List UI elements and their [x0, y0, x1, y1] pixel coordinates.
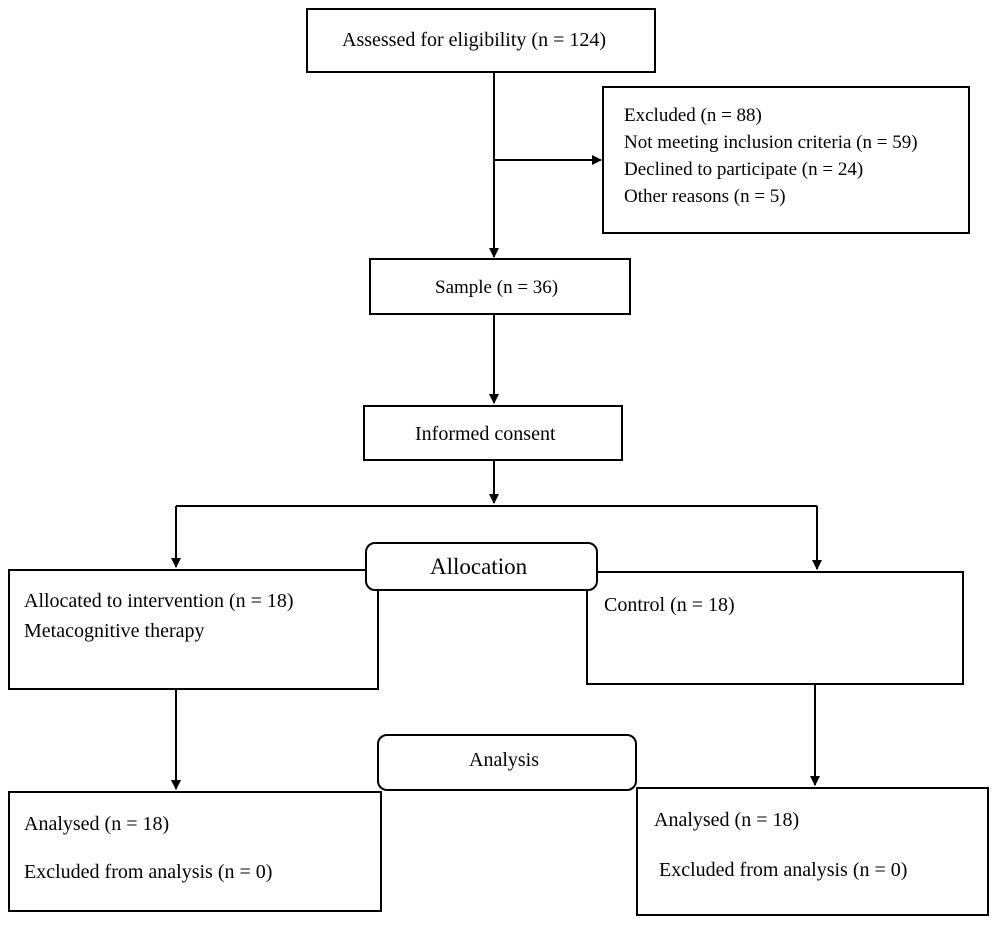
control-box: Control (n = 18): [586, 571, 964, 685]
analysed-control-excluded: Excluded from analysis (n = 0): [659, 859, 908, 881]
eligibility-box: Assessed for eligibility (n = 124): [306, 8, 656, 73]
excluded-box: Excluded (n = 88) Not meeting inclusion …: [602, 86, 970, 234]
analysed-control-box: Analysed (n = 18) Excluded from analysis…: [636, 787, 989, 916]
intervention-box: Allocated to intervention (n = 18) Metac…: [8, 569, 379, 690]
sample-box: Sample (n = 36): [369, 258, 631, 315]
control-label: Control (n = 18): [604, 594, 735, 616]
excluded-item-3: Other reasons (n = 5): [624, 186, 786, 207]
intervention-line-2: Metacognitive therapy: [24, 620, 205, 642]
analysis-box: Analysis: [377, 734, 637, 791]
intervention-line-1: Allocated to intervention (n = 18): [24, 590, 294, 612]
analysed-intervention-excluded: Excluded from analysis (n = 0): [24, 861, 273, 883]
analysis-label: Analysis: [469, 749, 539, 771]
eligibility-label: Assessed for eligibility (n = 124): [342, 29, 607, 51]
excluded-item-1: Not meeting inclusion criteria (n = 59): [624, 132, 918, 153]
excluded-title: Excluded (n = 88): [624, 105, 762, 126]
allocation-label: Allocation: [430, 554, 528, 579]
sample-label: Sample (n = 36): [435, 277, 559, 298]
analysed-intervention-count: Analysed (n = 18): [24, 813, 170, 835]
analysed-intervention-box: Analysed (n = 18) Excluded from analysis…: [8, 791, 382, 912]
analysed-control-count: Analysed (n = 18): [654, 809, 800, 831]
excluded-item-2: Declined to participate (n = 24): [624, 159, 864, 180]
allocation-box: Allocation: [365, 542, 598, 591]
consent-label: Informed consent: [415, 423, 556, 445]
consent-box: Informed consent: [363, 405, 623, 461]
